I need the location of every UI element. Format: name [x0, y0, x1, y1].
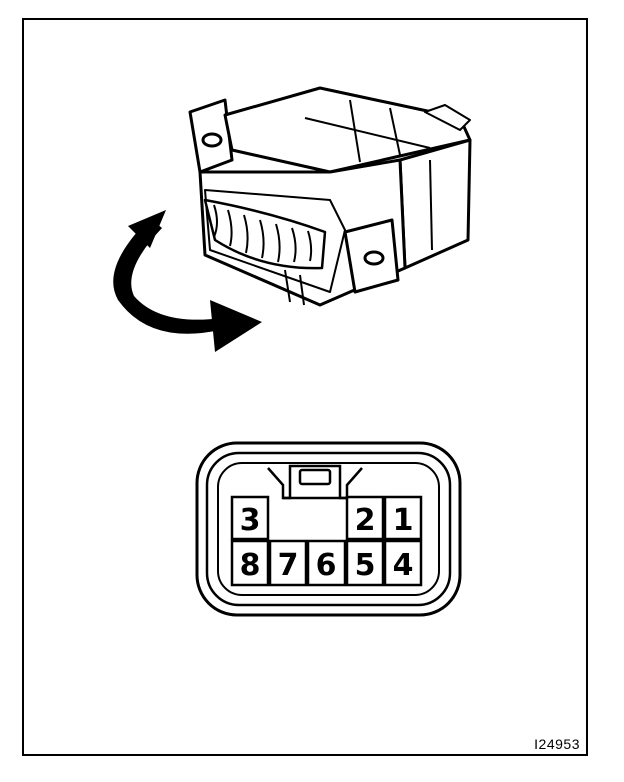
connector-housing-edge — [217, 462, 440, 596]
right-mounting-hole — [363, 250, 385, 266]
connector-outer-shell — [195, 441, 462, 617]
pin-label-4: 4 — [393, 548, 414, 583]
pin-label-3: 3 — [240, 503, 261, 538]
figure-reference-code: I24953 — [534, 736, 580, 752]
pin-cell-5 — [345, 539, 385, 587]
switch-illustration — [188, 86, 472, 307]
pin-cell-8 — [230, 539, 270, 587]
diagram-frame — [22, 18, 588, 756]
pin-label-7: 7 — [278, 548, 299, 583]
connector-face — [195, 441, 462, 617]
connector-inner-shell — [205, 451, 452, 607]
pin-cell-7 — [268, 539, 308, 587]
pin-label-1: 1 — [393, 503, 414, 538]
left-mounting-hole — [201, 132, 223, 148]
pin-cell-grid — [230, 495, 423, 587]
pin-label-5: 5 — [355, 548, 376, 583]
pin-cell-1 — [383, 495, 423, 541]
rotation-arrow — [113, 210, 262, 352]
pin-cell-6 — [306, 539, 347, 587]
pin-label-6: 6 — [316, 548, 337, 583]
pin-cell-2 — [345, 495, 385, 541]
pin-cell-3 — [230, 495, 270, 541]
pin-cell-4 — [383, 539, 423, 587]
pin-label-2: 2 — [355, 503, 376, 538]
pin-label-8: 8 — [240, 548, 261, 583]
connector-lock-latch — [267, 464, 363, 500]
pin-labels: 3 2 1 8 7 6 5 4 — [240, 503, 414, 583]
switch-right-side — [398, 138, 472, 270]
